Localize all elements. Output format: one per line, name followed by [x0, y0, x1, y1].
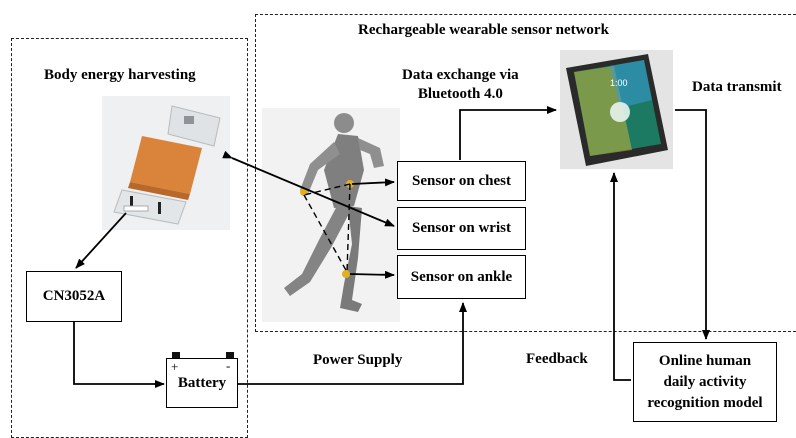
phone-clock: 1:00	[610, 78, 628, 88]
harvester-pad	[130, 136, 202, 194]
bluetooth-arrow	[459, 106, 557, 160]
harvester-to-chip-arrow	[75, 212, 127, 269]
battery-box: Battery	[166, 358, 238, 408]
battery-minus-mark: -	[226, 358, 231, 373]
ankle-link-arrow	[349, 270, 395, 279]
chip-to-battery-arrow	[73, 322, 165, 388]
energy-harvester-image	[102, 96, 230, 230]
bluetooth-label: Data exchange via Bluetooth 4.0	[402, 67, 519, 102]
online-model-box: Online human daily activity recognition …	[633, 342, 777, 422]
battery-plus-mark: +	[171, 359, 179, 374]
feedback-label: Feedback	[526, 351, 588, 367]
harvesting-title: Body energy harvesting	[44, 67, 196, 83]
chest-ankle-dashed	[346, 183, 351, 273]
ankle-sensor-dot	[342, 270, 350, 278]
smartphone-image: 1:00	[560, 50, 673, 169]
harvester-wrist-link	[222, 150, 395, 227]
data-transmit-arrow	[675, 109, 710, 340]
wrist-ankle-dashed	[303, 194, 348, 273]
sensor-on-ankle-box: Sensor on ankle	[397, 255, 526, 299]
chest-wrist-dashed	[303, 183, 351, 196]
battery-terminal-minus	[226, 352, 234, 358]
sensor-on-wrist-box: Sensor on wrist	[397, 207, 526, 250]
power-supply-label: Power Supply	[313, 352, 403, 368]
battery-terminal-plus	[172, 352, 180, 358]
data-transmit-label: Data transmit	[692, 79, 782, 95]
feedback-arrow	[610, 172, 631, 381]
sensor-on-chest-box: Sensor on chest	[397, 161, 526, 201]
power-supply-arrow	[238, 302, 467, 385]
sensor-network-title: Rechargeable wearable sensor network	[358, 22, 609, 38]
chest-link-arrow	[351, 178, 395, 187]
cn3052a-box: CN3052A	[26, 271, 122, 322]
